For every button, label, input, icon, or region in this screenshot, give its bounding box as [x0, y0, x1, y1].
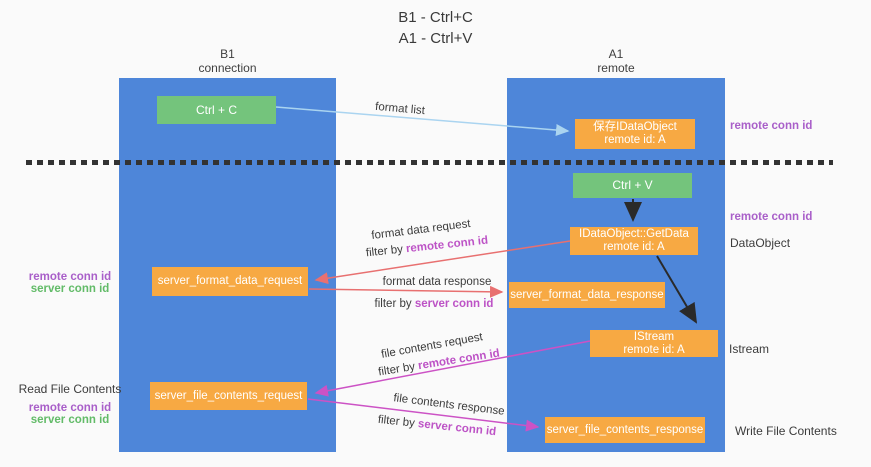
- title-line-2: A1 - Ctrl+V: [398, 30, 473, 47]
- left-label-remote-conn-id-2: remote conn id: [28, 402, 112, 414]
- server-format-data-response-box: server_format_data_response: [509, 282, 665, 308]
- right-label-remote-conn-id-1: remote conn id: [730, 120, 813, 132]
- left-label-remote-conn-id-1: remote conn id: [28, 271, 112, 283]
- arrow-format-data-request: [314, 240, 571, 285]
- lifeline-b1-name: B1: [220, 47, 235, 61]
- right-label-write-file-contents: Write File Contents: [735, 424, 837, 438]
- save-idataobject-line2: remote id: A: [604, 134, 666, 146]
- save-idataobject-line1: 保存IDataObject: [593, 121, 677, 133]
- label-format-data-response: format data response: [382, 276, 492, 288]
- save-idataobject-box: 保存IDataObject remote id: A: [575, 119, 695, 149]
- arrow-format-list: [275, 106, 570, 136]
- istream-box: IStream remote id: A: [590, 330, 718, 357]
- arrow-format-data-response: [308, 285, 504, 298]
- getdata-line2: remote id: A: [603, 241, 665, 253]
- istream-line1: IStream: [633, 330, 675, 343]
- server-file-contents-request-box: server_file_contents_request: [150, 382, 307, 410]
- istream-line2: remote id: A: [623, 343, 685, 356]
- right-label-istream: Istream: [729, 342, 770, 356]
- lifeline-header-b1: B1 connection: [119, 47, 336, 75]
- ctrl-v-box: Ctrl + V: [573, 173, 692, 198]
- arrow-file-contents-request: [314, 340, 591, 397]
- lifeline-a1-role: remote: [597, 61, 635, 75]
- server-file-contents-response-box: server_file_contents_response: [545, 417, 705, 443]
- arrow-file-contents-response: [307, 398, 540, 432]
- label-filter-format-response: filter by server conn id: [375, 298, 494, 310]
- getdata-line1: IDataObject::GetData: [579, 228, 689, 240]
- ctrl-c-box: Ctrl + C: [157, 96, 276, 124]
- format-response-label: server_format_data_response: [510, 288, 664, 301]
- filter-prefix: filter by: [374, 298, 415, 310]
- right-label-dataobject: DataObject: [730, 236, 791, 250]
- right-label-remote-conn-id-2: remote conn id: [730, 211, 813, 223]
- ctrl-c-label: Ctrl + C: [195, 102, 237, 117]
- left-label-server-conn-id-1: server conn id: [30, 283, 110, 295]
- left-label-read-file-contents: Read File Contents: [18, 382, 122, 396]
- clipboard-boundary-dashed-line: [26, 160, 833, 165]
- lifeline-b1-role: connection: [198, 61, 257, 75]
- title-line-1: B1 - Ctrl+C: [398, 9, 473, 26]
- file-response-label: server_file_contents_response: [546, 423, 704, 436]
- format-request-label: server_format_data_request: [157, 275, 303, 287]
- ctrl-v-label: Ctrl + V: [612, 178, 653, 192]
- filter-value-server-conn-id: server conn id: [414, 298, 494, 310]
- diagram-title: B1 - Ctrl+C A1 - Ctrl+V: [0, 7, 871, 49]
- lifeline-a1-name: A1: [608, 47, 624, 61]
- arrow-getdata-to-istream: [656, 255, 698, 324]
- file-request-label: server_file_contents_request: [154, 389, 303, 402]
- server-format-data-request-box: server_format_data_request: [152, 267, 308, 296]
- lifeline-header-a1: A1 remote: [507, 47, 725, 75]
- left-label-server-conn-id-2: server conn id: [30, 414, 110, 426]
- idataobject-getdata-box: IDataObject::GetData remote id: A: [570, 227, 698, 255]
